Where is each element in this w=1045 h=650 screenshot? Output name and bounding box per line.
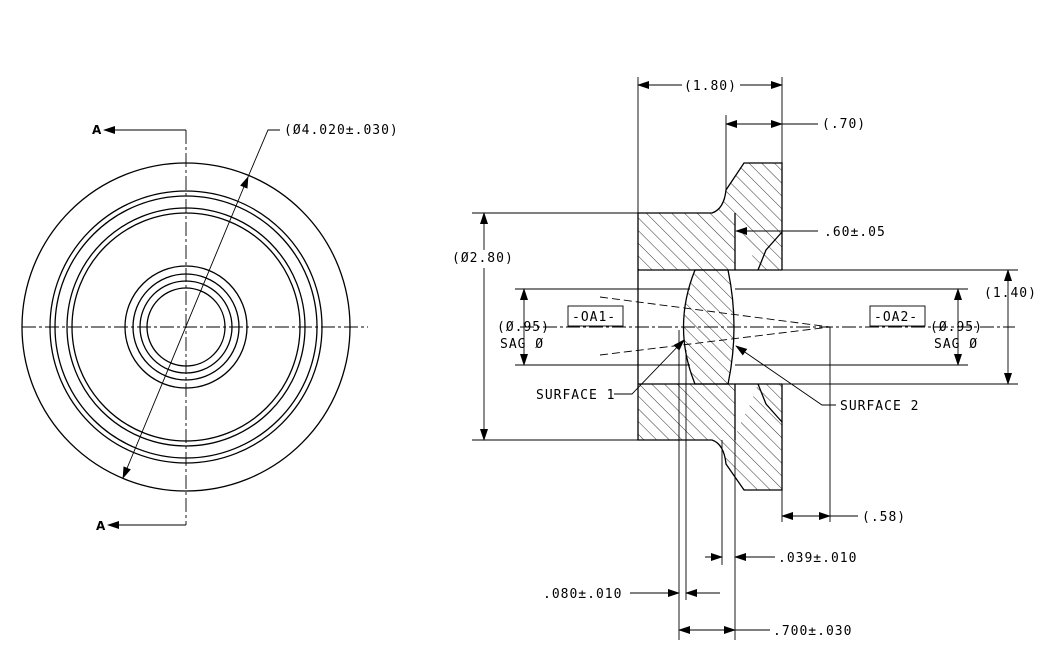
datum-oa2: -OA2- xyxy=(874,310,918,325)
dim-039: .039±.010 xyxy=(778,551,857,566)
dim-overall-width: (1.80) xyxy=(684,79,737,94)
diameter-leader xyxy=(122,176,249,479)
chamfer-bottom xyxy=(757,383,783,423)
datum-oa2-box xyxy=(869,305,926,327)
upper-body-hatch xyxy=(638,163,782,270)
surface-2-leader xyxy=(735,345,836,406)
left-dia-095: (Ø.95) xyxy=(497,320,550,335)
right-dia-095: (Ø.95) xyxy=(930,320,983,335)
dim-flange: (.70) xyxy=(822,117,866,132)
surface-2-label: SURFACE 2 xyxy=(840,399,919,414)
surface-1-leader xyxy=(614,339,685,395)
ray-upper xyxy=(599,296,831,328)
dim-dia-280: (Ø2.80) xyxy=(452,251,514,266)
dim-700: .700±.030 xyxy=(773,624,852,639)
section-label-top: A xyxy=(92,123,102,137)
dim-140: (1.40) xyxy=(984,286,1037,301)
front-view: A A (Ø4.020±.030) xyxy=(21,123,399,533)
dim-080: .080±.010 xyxy=(543,587,622,602)
surface-1-label: SURFACE 1 xyxy=(536,388,615,403)
right-sag: SAG Ø xyxy=(934,337,978,352)
section-label-bottom: A xyxy=(96,519,106,533)
dim-058: (.58) xyxy=(862,510,906,525)
diameter-dimension: (Ø4.020±.030) xyxy=(284,123,399,138)
dim-060: .60±.05 xyxy=(824,225,886,240)
ray-lower xyxy=(599,326,831,356)
section-view: (1.80) (.70) .60±.05 (Ø2.80) (1.40) (Ø.9… xyxy=(452,77,1037,640)
diameter-leader-elbow xyxy=(247,129,280,178)
datum-oa1: -OA1- xyxy=(572,310,616,325)
datum-oa1-box xyxy=(567,305,624,327)
chamfer-top xyxy=(757,231,783,271)
lower-body-hatch xyxy=(638,384,782,490)
left-sag: SAG Ø xyxy=(500,337,544,352)
